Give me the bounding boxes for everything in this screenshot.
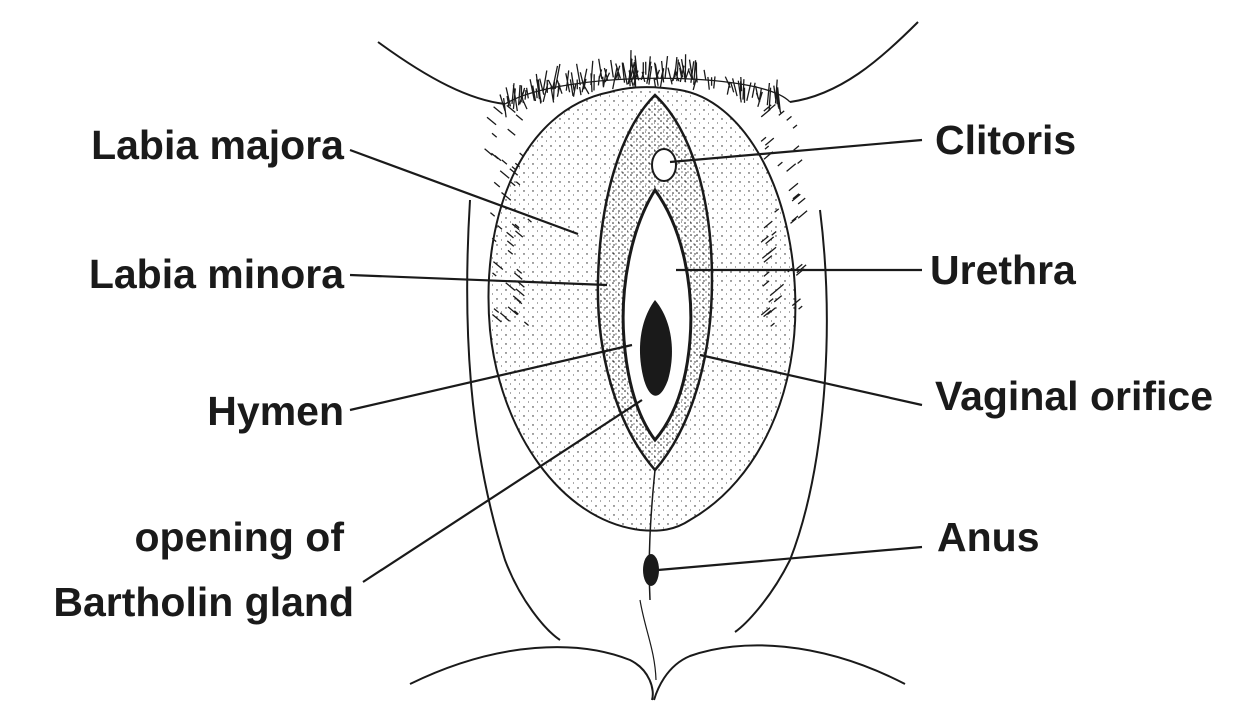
label-labia-minora: Labia minora [89, 250, 344, 298]
label-bartholin-line2: Bartholin gland [53, 578, 354, 626]
anus-shape [643, 554, 659, 586]
label-bartholin-line1: opening of [134, 513, 344, 561]
label-anus: Anus [937, 513, 1040, 561]
clitoris-shape [652, 149, 676, 181]
leader-anus [658, 547, 922, 570]
label-hymen: Hymen [207, 387, 344, 435]
label-urethra: Urethra [930, 246, 1076, 294]
label-clitoris: Clitoris [935, 116, 1076, 164]
label-labia-majora: Labia majora [91, 121, 344, 169]
label-vaginal-orifice: Vaginal orifice [935, 372, 1213, 420]
